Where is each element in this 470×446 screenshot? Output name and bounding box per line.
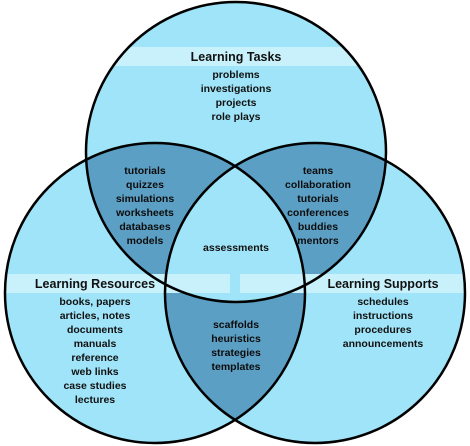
- tasks-circle-outline: [84, 0, 388, 304]
- tasks-item: investigations: [201, 83, 272, 95]
- tasks-resources-item: quizzes: [126, 179, 164, 191]
- tasks-item: role plays: [211, 111, 260, 123]
- center-overlap: [165, 143, 305, 302]
- resources-item: reference: [71, 352, 118, 364]
- resources-item: case studies: [63, 380, 126, 392]
- center-label: assessments: [203, 242, 269, 254]
- resources-item: manuals: [74, 338, 117, 350]
- tasks-supports-item: mentors: [297, 235, 339, 247]
- resources-item: documents: [67, 324, 123, 336]
- tasks-resources-item: databases: [119, 221, 171, 233]
- supports-title: Learning Supports: [327, 277, 438, 291]
- supports-item: announcements: [343, 338, 424, 350]
- tasks-supports-item: teams: [303, 165, 334, 177]
- resources-supports-item: templates: [211, 361, 260, 373]
- resources-supports-item: heuristics: [211, 333, 261, 345]
- supports-item: instructions: [353, 310, 413, 322]
- resources-item: books, papers: [59, 296, 130, 308]
- tasks-supports-item: tutorials: [297, 193, 339, 205]
- tasks-item: projects: [216, 97, 257, 109]
- tasks-supports-item: buddies: [298, 221, 338, 233]
- supports-circle-outline: [163, 141, 467, 445]
- supports-item: schedules: [357, 296, 409, 308]
- resources-item: lectures: [75, 394, 115, 406]
- supports-item: procedures: [354, 324, 411, 336]
- resources-supports-item: scaffolds: [213, 319, 259, 331]
- resources-item: articles, notes: [60, 310, 131, 322]
- tasks-resources-item: worksheets: [115, 207, 174, 219]
- tasks-title: Learning Tasks: [191, 50, 282, 64]
- tasks-resources-item: models: [127, 235, 164, 247]
- tasks-item: problems: [212, 69, 259, 81]
- tasks-supports-item: conferences: [287, 207, 349, 219]
- tasks-resources-item: tutorials: [124, 165, 166, 177]
- resources-title: Learning Resources: [35, 277, 155, 291]
- tasks-resources-item: simulations: [116, 193, 175, 205]
- resources-item: web links: [70, 366, 118, 378]
- tasks-supports-item: collaboration: [285, 179, 351, 191]
- resources-supports-item: strategies: [211, 347, 261, 359]
- tasks-title-band: [86, 47, 386, 66]
- resources-circle-outline: [3, 141, 307, 445]
